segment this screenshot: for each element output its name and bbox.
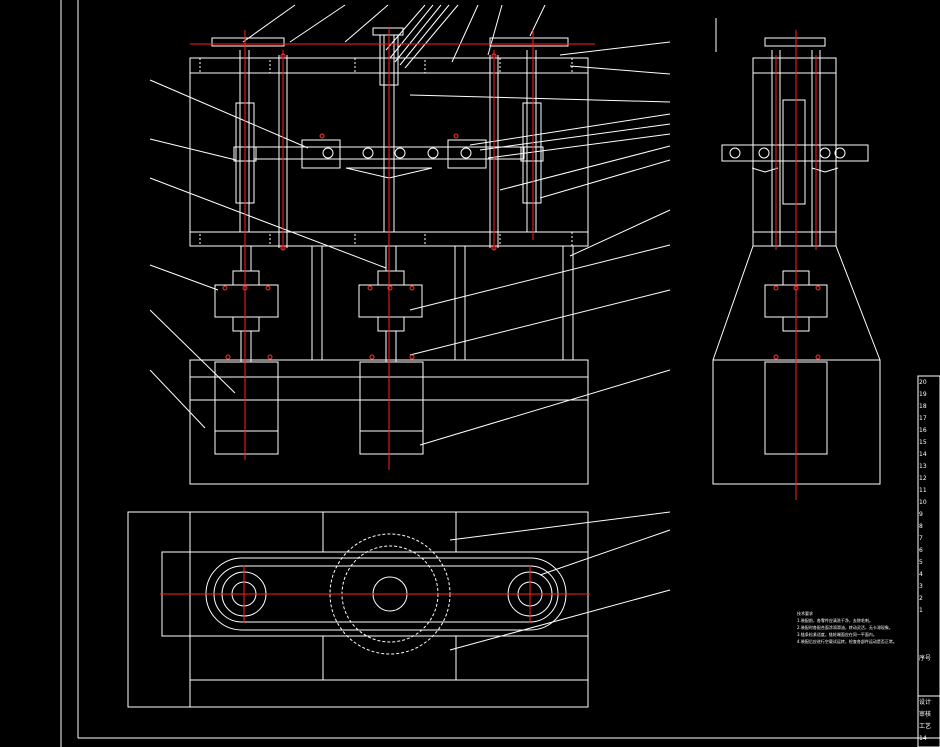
notes-heading: 技术要求 <box>797 611 813 616</box>
tb-cell: 14 <box>919 451 927 458</box>
tb-cell: 15 <box>919 439 927 446</box>
tb-cell: 6 <box>919 547 923 554</box>
tb-cell <box>919 642 939 652</box>
title-block-frame <box>917 375 940 747</box>
tb-cell: 1 <box>919 607 923 614</box>
tb-cell: 20 <box>919 379 927 386</box>
tb-cell: 12 <box>919 475 927 482</box>
tb-cell: 8 <box>919 523 923 530</box>
technical-notes: 技术要求 1.装配前，各零件应清洗干净，去除毛刺。 2.装配时各配合面涂润滑油，… <box>797 610 907 645</box>
tb-cell: 19 <box>919 391 927 398</box>
notes-line: 2.装配时各配合面涂润滑油，转动灵活，无卡滞现象。 <box>797 625 893 630</box>
tb-cell: 设计 <box>919 699 932 706</box>
tb-cell: 18 <box>919 403 927 410</box>
tb-cell: 审核 <box>919 711 932 718</box>
tb-cell: 5 <box>919 559 923 566</box>
tb-cell: 14 <box>919 735 927 742</box>
tb-cell: 10 <box>919 499 927 506</box>
tb-cell: 9 <box>919 511 923 518</box>
tb-cell: 2 <box>919 595 923 602</box>
notes-line: 4.装配后应进行空载试运转，检查各部件运动是否正常。 <box>797 639 897 644</box>
tb-cell <box>919 630 939 640</box>
tb-cell: 16 <box>919 427 927 434</box>
tb-cell: 工艺 <box>919 723 932 730</box>
leader-lines <box>149 4 671 446</box>
tb-cell <box>919 618 939 628</box>
tb-cell: 3 <box>919 583 923 590</box>
tb-cell: 序号 <box>919 655 932 662</box>
tb-cell: 17 <box>919 415 927 422</box>
tb-cell: 11 <box>919 487 927 494</box>
title-block: 20 19 18 17 16 15 14 13 12 11 10 9 8 7 6… <box>918 376 940 747</box>
bolt-marks <box>222 53 821 360</box>
tb-cell: 4 <box>919 571 923 578</box>
drawing-frame <box>60 0 940 747</box>
notes-line: 3.链条松紧适度，链轮端面应在同一平面内。 <box>797 632 877 637</box>
centerlines <box>160 28 817 623</box>
tb-cell: 13 <box>919 463 927 470</box>
side-view <box>712 18 881 485</box>
notes-line: 1.装配前，各零件应清洗干净，去除毛刺。 <box>797 618 873 623</box>
tb-cell: 7 <box>919 535 923 542</box>
top-view <box>127 511 671 708</box>
